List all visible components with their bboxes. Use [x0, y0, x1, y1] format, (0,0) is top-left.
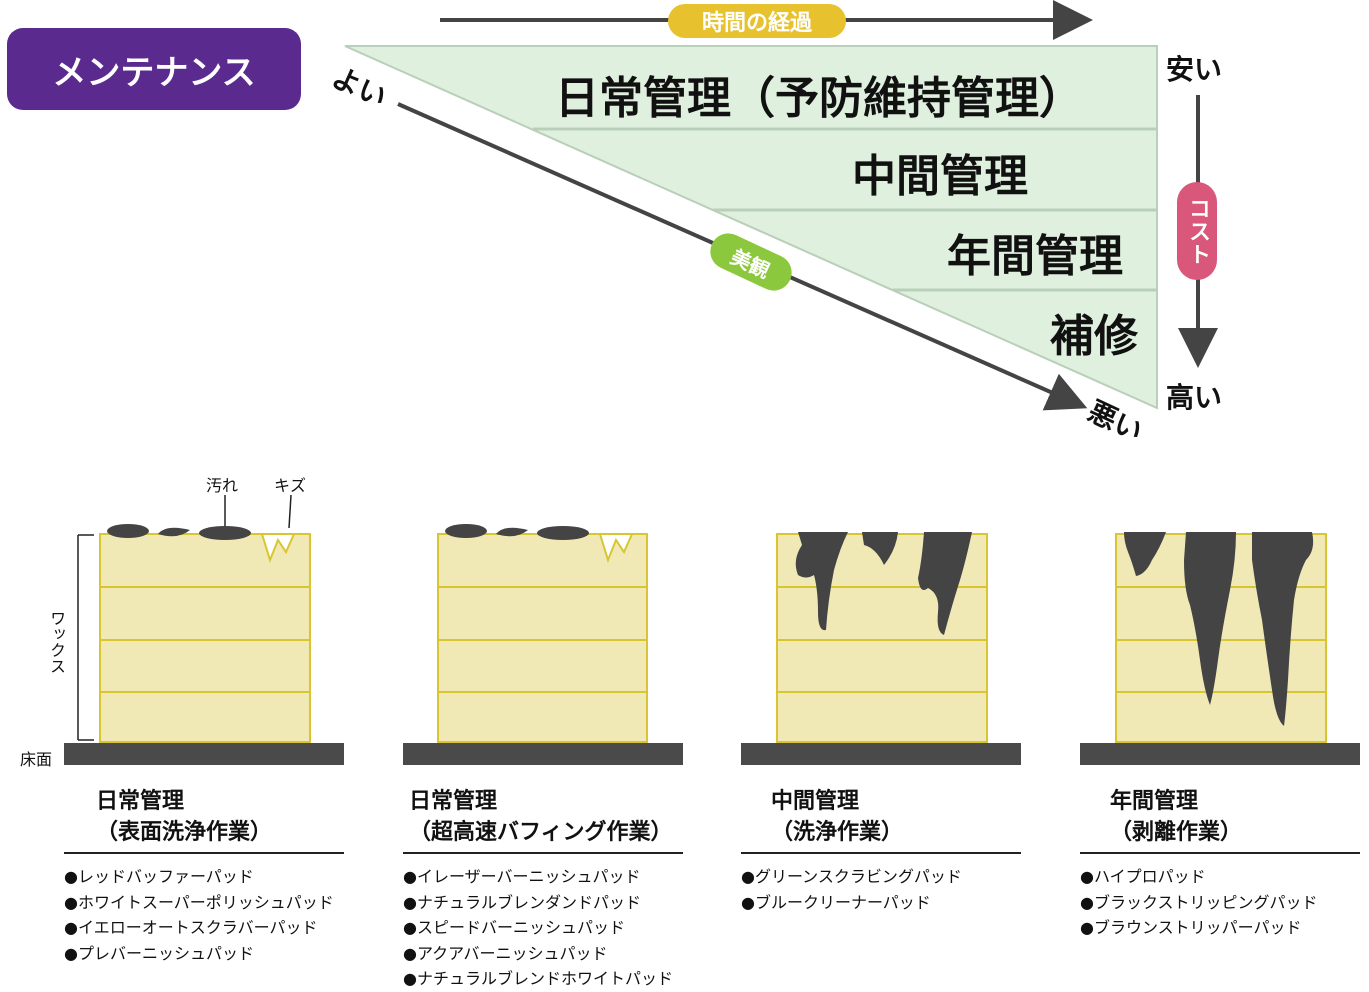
column-title-line2: （表面洗浄作業）: [96, 820, 273, 845]
column-title-line1: 日常管理: [96, 789, 185, 814]
pad-list: グリーンスクラビングパッド ブルークリーナーパッド: [741, 864, 1021, 915]
column-divider: [403, 852, 683, 854]
pad-item: スピードバーニッシュパッド: [403, 915, 683, 941]
pad-item: ナチュラルブレンダンドパッド: [403, 890, 683, 916]
floor-diagram-4: [1080, 532, 1360, 765]
cost-high-label: 高い: [1166, 381, 1223, 414]
pad-list: レッドバッファーパッド ホワイトスーパーポリッシュパッド イエローオートスクラバ…: [64, 864, 344, 966]
pad-item: ブラックストリッピングパッド: [1080, 890, 1360, 916]
pad-list: イレーザーバーニッシュパッド ナチュラルブレンダンドパッド スピードバーニッシュ…: [403, 864, 683, 992]
pad-item: レッドバッファーパッド: [64, 864, 344, 890]
tier-annual-label: 年間管理: [947, 231, 1123, 282]
wax-bracket: [77, 534, 94, 741]
pad-item: プレバーニッシュパッド: [64, 941, 344, 967]
pad-item: ハイプロパッド: [1080, 864, 1360, 890]
floor-diagram-1: [64, 494, 344, 765]
cost-cheap-label: 安い: [1166, 53, 1223, 86]
column-divider: [64, 852, 344, 854]
floor-diagram-2: [403, 524, 683, 765]
wax-label: ワックス: [47, 610, 66, 674]
column-daily-buffing: 日常管理 （超高速バフィング作業） イレーザーバーニッシュパッド ナチュラルブレ…: [403, 786, 683, 992]
pad-item: イレーザーバーニッシュパッド: [403, 864, 683, 890]
column-title-line1: 日常管理: [409, 789, 498, 814]
tier-interim-label: 中間管理: [852, 151, 1028, 202]
column-title-line2: （剥離作業）: [1110, 820, 1243, 845]
column-daily-surface: 日常管理 （表面洗浄作業） レッドバッファーパッド ホワイトスーパーポリッシュパ…: [64, 786, 344, 966]
time-elapsed-label: 時間の経過: [668, 4, 846, 38]
maintenance-badge: メンテナンス: [7, 28, 301, 110]
floor-diagram-3: [741, 532, 1021, 765]
tier-daily-label: 日常管理（予防維持管理）: [555, 73, 1083, 124]
column-title-line2: （洗浄作業）: [771, 820, 904, 845]
column-title-line1: 年間管理: [1110, 789, 1199, 814]
column-annual-stripping: 年間管理 （剥離作業） ハイプロパッド ブラックストリッピングパッド ブラウンス…: [1080, 786, 1360, 941]
dirt-label: 汚れ: [206, 476, 239, 495]
pad-item: イエローオートスクラバーパッド: [64, 915, 344, 941]
pad-item: グリーンスクラビングパッド: [741, 864, 1021, 890]
floor-label: 床面: [20, 750, 53, 769]
maintenance-triangle: [344, 45, 1158, 410]
column-divider: [1080, 852, 1360, 854]
pad-item: ブルークリーナーパッド: [741, 890, 1021, 916]
pad-item: アクアバーニッシュパッド: [403, 941, 683, 967]
column-interim-cleaning: 中間管理 （洗浄作業） グリーンスクラビングパッド ブルークリーナーパッド: [741, 786, 1021, 915]
column-title-line2: （超高速バフィング作業）: [409, 820, 673, 845]
column-divider: [741, 852, 1021, 854]
tier-repair-label: 補修: [1050, 311, 1138, 362]
scratch-label: キズ: [274, 476, 307, 495]
pad-item: ホワイトスーパーポリッシュパッド: [64, 890, 344, 916]
pad-item: ブラウンストリッパーパッド: [1080, 915, 1360, 941]
pad-item: ナチュラルブレンドホワイトパッド: [403, 966, 683, 992]
pad-list: ハイプロパッド ブラックストリッピングパッド ブラウンストリッパーパッド: [1080, 864, 1360, 941]
column-title-line1: 中間管理: [771, 789, 860, 814]
cost-label: コスト: [1177, 182, 1217, 280]
